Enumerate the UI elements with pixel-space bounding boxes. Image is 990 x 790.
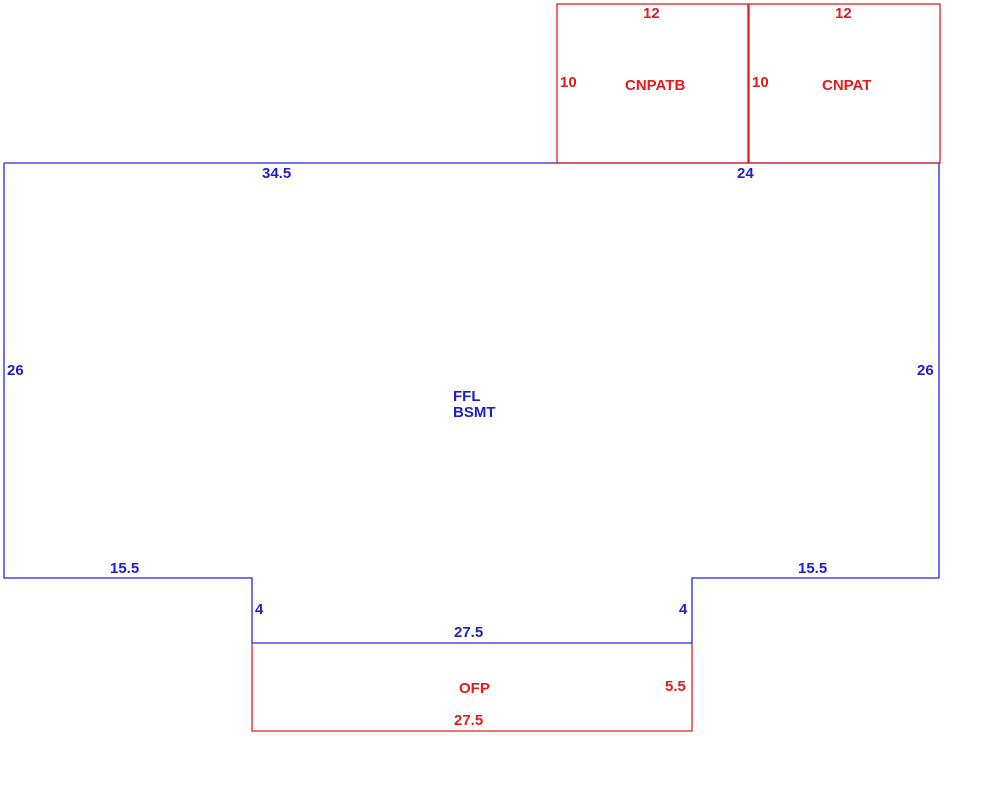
- dim-main-bottom-left: 15.5: [110, 560, 139, 577]
- ofp-label: OFP: [459, 680, 490, 697]
- dim-main-bottom-right: 15.5: [798, 560, 827, 577]
- main-area-label-bsmt: BSMT: [453, 404, 496, 421]
- dim-ofp-bottom: 27.5: [454, 712, 483, 729]
- cnpatb-label: CNPATB: [625, 77, 685, 94]
- dim-main-right: 26: [917, 362, 934, 379]
- cnpat-outline: [748, 3, 941, 164]
- dim-cnpatb-top: 12: [643, 5, 660, 22]
- dim-main-notch-left: 4: [255, 601, 264, 618]
- dim-cnpatb-side: 10: [560, 74, 577, 91]
- cnpat-label: CNPAT: [822, 77, 871, 94]
- ofp-outline: [251, 643, 693, 732]
- dim-main-left: 26: [7, 362, 24, 379]
- dim-cnpat-side: 10: [752, 74, 769, 91]
- main-area-label-ffl: FFL: [453, 388, 481, 405]
- dim-main-top-left: 34.5: [262, 165, 291, 182]
- cnpatb-outline: [556, 3, 749, 164]
- dim-ofp-side: 5.5: [665, 678, 686, 695]
- dim-main-top-right: 24: [737, 165, 754, 182]
- dim-main-notch-bottom: 27.5: [454, 624, 483, 641]
- dim-main-notch-right: 4: [679, 601, 688, 618]
- dim-cnpat-top: 12: [835, 5, 852, 22]
